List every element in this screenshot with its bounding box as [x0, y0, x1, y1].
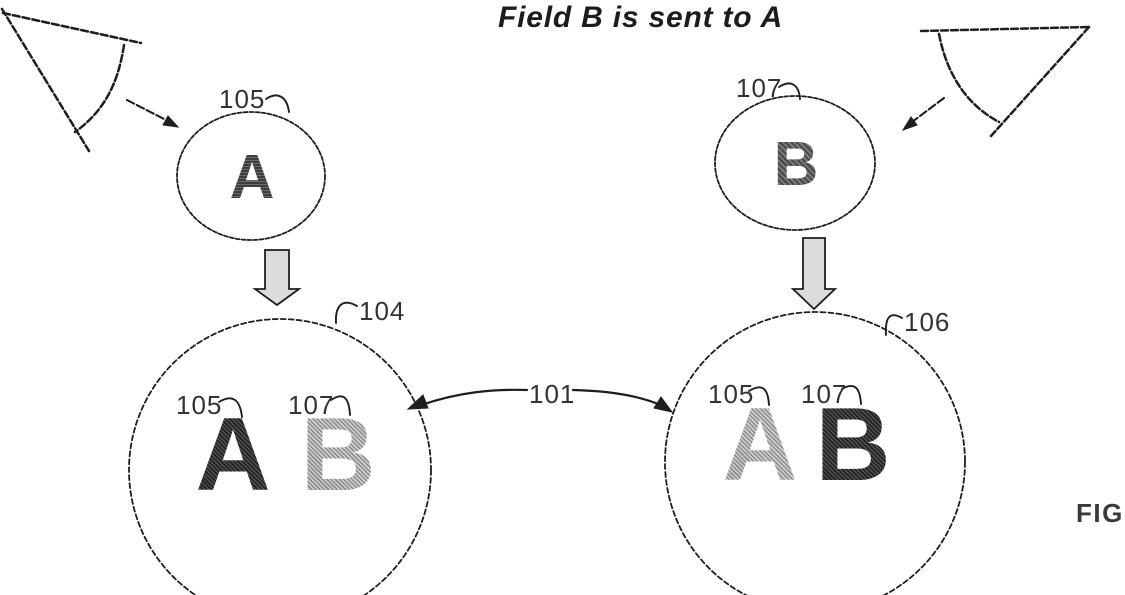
ref-107-right: 107: [801, 379, 848, 409]
ref-104: 104: [359, 296, 406, 326]
eye-observer-left-icon: [0, 7, 143, 153]
ref-107-left: 107: [288, 390, 335, 420]
leader-107-left: [330, 395, 351, 416]
merged-record-left-circle: [128, 318, 432, 595]
ref-105-top: 105: [219, 84, 266, 114]
record-a-circle: [176, 111, 326, 241]
leader-106: [884, 314, 903, 336]
merged-right-field-a-letter: A: [713, 387, 807, 503]
sync-arrow-101: [406, 388, 674, 413]
leader-107-right: [841, 385, 862, 405]
ref-105-left: 105: [176, 390, 223, 420]
leader-104: [335, 301, 358, 324]
record-b-circle: [714, 95, 876, 231]
leader-105-top: [265, 94, 290, 113]
merged-left-field-a-letter: A: [186, 397, 280, 513]
down-block-arrow-left-icon: [252, 249, 302, 307]
record-b-letter: B: [757, 128, 835, 200]
leader-107-top: [778, 82, 801, 100]
ref-101: 101: [529, 379, 576, 409]
ref-105-right: 105: [708, 379, 755, 409]
merged-record-right-circle: [664, 311, 966, 595]
gaze-arrow-left-icon: [125, 98, 180, 128]
leader-105-right: [748, 386, 770, 406]
merged-right-field-b-letter: B: [806, 387, 900, 503]
figure-caption: Field B is sent to A: [498, 1, 783, 34]
record-a-letter: A: [213, 140, 291, 214]
ref-107-top: 107: [736, 73, 783, 103]
down-block-arrow-right-icon: [790, 237, 838, 311]
eye-observer-right-icon: [919, 25, 1091, 138]
ref-106: 106: [904, 307, 951, 337]
leader-105-left: [218, 397, 243, 418]
merged-left-field-b-letter: B: [291, 397, 385, 513]
gaze-arrow-right-icon: [901, 96, 946, 131]
fig-number-label: FIG: [1076, 498, 1124, 528]
